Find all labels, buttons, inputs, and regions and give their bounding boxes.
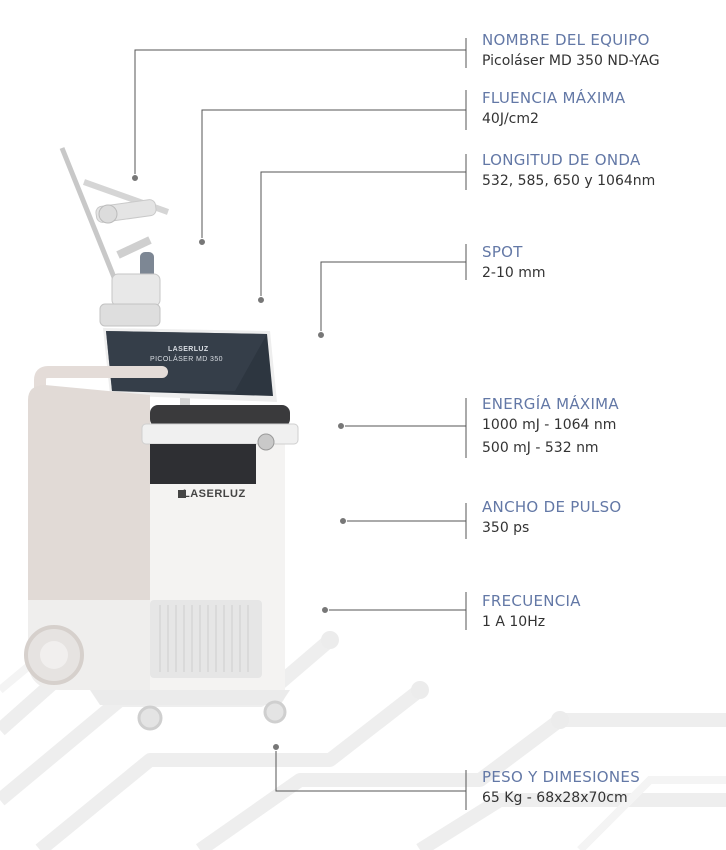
marker-dot-longitud <box>257 296 265 304</box>
spec-title: PESO Y DIMESIONES <box>482 768 641 786</box>
spec-value: 40J/cm2 <box>482 111 539 127</box>
leader-line-longitud <box>260 171 466 300</box>
spec-spot: SPOT 2-10 mm <box>482 242 722 285</box>
marker-dot-pulso <box>339 517 347 525</box>
marker-dot-spot <box>317 331 325 339</box>
spec-nombre-del-equipo: NOMBRE DEL EQUIPO Picoláser MD 350 ND-YA… <box>482 30 722 73</box>
spec-value: 500 mJ - 532 nm <box>482 440 599 456</box>
spec-value: 65 Kg - 68x28x70cm <box>482 790 628 806</box>
marker-dot-peso <box>272 743 280 751</box>
screen-brand-logo: LASERLUZ <box>168 346 209 353</box>
spec-energia-maxima: ENERGÍA MÁXIMA 1000 mJ - 1064 nm 500 mJ … <box>482 394 722 460</box>
spec-value: 1000 mJ - 1064 nm <box>482 417 617 433</box>
spec-value: 1 A 10Hz <box>482 614 546 630</box>
leader-line-nombre <box>134 49 466 176</box>
leader-line-peso <box>275 747 466 792</box>
spec-peso-y-dimensiones: PESO Y DIMESIONES 65 Kg - 68x28x70cm <box>482 767 722 810</box>
marker-dot-fluencia <box>198 238 206 246</box>
spec-longitud-de-onda: LONGITUD DE ONDA 532, 585, 650 y 1064nm <box>482 150 722 193</box>
spec-frecuencia: FRECUENCIA 1 A 10Hz <box>482 591 722 634</box>
leader-line-spot <box>320 261 466 335</box>
spec-title: FRECUENCIA <box>482 592 581 610</box>
cabinet-brand-logo: LASERLUZ <box>183 488 246 500</box>
spec-title: FLUENCIA MÁXIMA <box>482 89 626 107</box>
spec-value: 532, 585, 650 y 1064nm <box>482 173 656 189</box>
marker-dot-energia <box>337 422 345 430</box>
marker-dot-nombre <box>131 174 139 182</box>
spec-title: LONGITUD DE ONDA <box>482 151 641 169</box>
touch-screen <box>103 328 277 402</box>
spec-title: ANCHO DE PULSO <box>482 498 622 516</box>
spec-value: Picoláser MD 350 ND-YAG <box>482 53 660 69</box>
marker-dot-frecuencia <box>321 606 329 614</box>
spec-ancho-de-pulso: ANCHO DE PULSO 350 ps <box>482 497 722 540</box>
spec-title: NOMBRE DEL EQUIPO <box>482 31 650 49</box>
device-base <box>90 690 290 731</box>
leader-line-fluencia <box>201 109 466 241</box>
spec-value: 350 ps <box>482 520 530 536</box>
screen-model-name: PICOLÁSER MD 350 <box>150 356 223 363</box>
articulated-arm <box>59 147 170 327</box>
spec-title: SPOT <box>482 243 523 261</box>
device-cabinet <box>24 385 299 705</box>
spec-title: ENERGÍA MÁXIMA <box>482 395 619 413</box>
spec-fluencia-maxima: FLUENCIA MÁXIMA 40J/cm2 <box>482 88 722 131</box>
spec-value: 2-10 mm <box>482 265 546 281</box>
